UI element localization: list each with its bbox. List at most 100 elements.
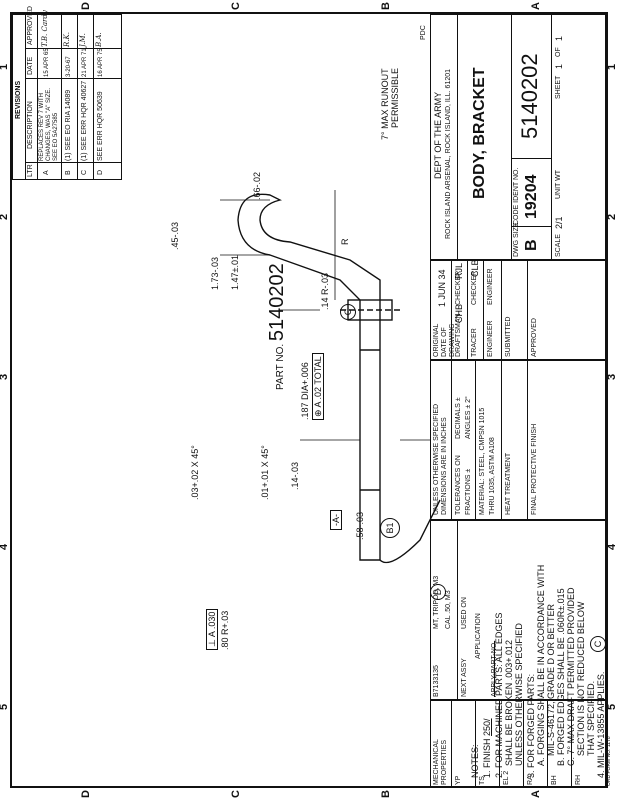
datum-a: -A-: [330, 510, 342, 530]
rev-header-desc: DESCRIPTION: [27, 101, 34, 149]
tol-note-1: UNLESS OTHERWISE SPECIFIED: [433, 403, 440, 515]
ord-form-footer: ORD FORM NO. 1178: [606, 736, 612, 786]
bracket-part-drawing: [220, 190, 441, 564]
tolerance-block: UNLESS OTHERWISE SPECIFIED DIMENSIONS AR…: [430, 360, 606, 520]
heat-treatment: HEAT TREATMENT: [505, 452, 512, 515]
rev-row-b-desc: (1) SEE EO RIA 14089: [65, 89, 72, 161]
mech-rh: RH: [575, 774, 582, 785]
zone-label-2: 2: [0, 214, 10, 220]
zone-side-c-right: C: [230, 2, 242, 10]
title-block: UNLESS OTHERWISE SPECIFIED DIMENSIONS AR…: [420, 14, 606, 700]
mech-ts: TS: [479, 776, 486, 785]
zone-label-3: 3: [0, 374, 10, 380]
corner-mark: PDC: [420, 25, 427, 40]
dwg-number: 5140202: [517, 53, 542, 139]
tol-decimals: DECIMALS ±: [455, 397, 462, 439]
rev-row-c-desc: (1) SEE ERR HQR 40627: [81, 80, 88, 161]
dept: DEPT OF THE ARMY: [433, 91, 443, 179]
dim-chamfer-01: .01+.01 X 45°: [260, 445, 270, 500]
rev-row-d-desc: SEE ERR HQR 50639: [97, 91, 104, 161]
perpendicularity-control: ⊥ A .030: [206, 608, 218, 650]
revisions-title: REVISIONS: [15, 80, 22, 119]
rev-row-a-desc: REPLACES REV 7 WITH CHANGES, WAS "A" SIZ…: [39, 87, 59, 161]
app-ref-3: CAL .50, M3: [445, 590, 452, 629]
rev-row-d-date: 16 APR 75: [98, 48, 104, 77]
rev-row-c-ltr: C: [81, 169, 88, 175]
zone-label-2-bottom: 2: [606, 213, 618, 220]
dwg-size: B: [523, 239, 540, 251]
zone-side-b-right: B: [380, 2, 392, 10]
zone-side-d: D: [80, 790, 92, 798]
zone-label-5: 5: [0, 704, 10, 710]
scale-label: SCALE: [555, 234, 562, 257]
application-title: APPLICATION: [475, 613, 482, 659]
sheet-of-word: OF: [555, 47, 562, 57]
zone-side-d-right: D: [80, 2, 92, 10]
zone-side-c: C: [230, 790, 242, 798]
code-ident-label: CODE IDENT NO.: [513, 167, 520, 225]
checker2: CLB: [470, 259, 480, 277]
dim-014r: .14 R-.03: [320, 272, 330, 310]
appl-note: APPLY-PART-NO.: [491, 640, 498, 697]
rev-row-b-approved: R.K.: [63, 32, 71, 47]
rev-row-c-date: 21 APR 71: [82, 48, 88, 77]
mech-ra: RA: [527, 775, 534, 785]
sheet-total: 1: [554, 35, 564, 41]
mech-yp: YP: [455, 775, 462, 785]
flag-c-drawing: C: [340, 304, 356, 320]
next-assy: NEXT ASSY: [461, 658, 468, 697]
dim-147: 1.47±.01: [230, 255, 240, 290]
unit-wt-label: UNIT WT: [555, 169, 562, 199]
feature-control-a: ⊕ A .02 TOTAL: [312, 353, 324, 420]
submitted-label: SUBMITTED: [505, 316, 512, 357]
mech-props-title: MECHANICAL PROPERTIES: [433, 739, 448, 785]
rev-row-b-ltr: B: [65, 170, 72, 175]
zone-label-4: 4: [0, 544, 10, 550]
dim-045: .45-.03: [170, 221, 180, 250]
checker: RJL: [454, 262, 464, 279]
zone-side-b: B: [380, 790, 392, 798]
mechanical-properties: MECHANICAL PROPERTIES YP TS EL 2 RA BH R…: [430, 700, 606, 788]
dim-066: .66-.02: [252, 171, 262, 200]
used-on: USED ON: [461, 597, 468, 629]
tol-fractions: FRACTIONS ±: [465, 468, 472, 515]
dim-058: .58-.03: [355, 511, 365, 540]
flag-b1: B1: [380, 518, 400, 538]
rev-row-d-ltr: D: [97, 169, 104, 175]
dim-080r: .80 R+.03: [220, 610, 230, 650]
final-finish: FINAL PROTECTIVE FINISH: [531, 423, 538, 515]
approved-label: APPROVED: [531, 318, 538, 357]
app-ref-2: MT, TRIPOD, M3: [433, 575, 440, 629]
drawing-title: BODY, BRACKET: [471, 67, 488, 199]
dim-173: 1.73-.03: [210, 256, 220, 290]
runout-note-2: PERMISSIBLE: [390, 67, 400, 128]
application-block: B7133135 MT, TRIPOD, M3 CAL .50, M3 NEXT…: [430, 520, 606, 700]
dwg-size-label: DWG SIZE: [513, 222, 520, 257]
zone-label-1: 1: [0, 64, 10, 70]
title-main: DEPT OF THE ARMY ROCK ISLAND ARSENAL, RO…: [430, 14, 606, 260]
dim-014: .14-.03: [290, 461, 300, 490]
rev-row-c-approved: J.M.: [79, 33, 87, 47]
dim-187dia: .187 DIA+.006: [300, 362, 310, 420]
zone-label-5-bottom: 5: [606, 703, 618, 710]
scale: 2/1: [554, 216, 564, 229]
rev-row-b-date: 3-20-67: [66, 56, 72, 77]
runout-note-1: 7° MAX RUNOUT: [380, 68, 390, 140]
zone-label-4-bottom: 4: [606, 543, 618, 550]
zone-label-1-bottom: 1: [606, 63, 618, 70]
rev-row-d-approved: B.A.: [95, 32, 103, 47]
tracer-label: TRACER: [471, 328, 478, 357]
dim-r: R: [340, 238, 350, 246]
signature-block: ORIGINAL DATE OF DRAWING 1 JUN 34 DRAFTS…: [430, 259, 606, 360]
zone-side-a-right: A: [530, 2, 542, 10]
rev-header-approved: APPROVED: [27, 6, 34, 45]
arsenal: ROCK ISLAND ARSENAL, ROCK ISLAND, ILL. 6…: [445, 68, 452, 239]
rev-header-ltr: LTR: [27, 164, 34, 177]
revisions-table: REVISIONS LTR DESCRIPTION DATE APPROVED …: [12, 6, 122, 180]
dim-chamfer-03: .03+.02 X 45°: [190, 445, 200, 500]
zone-label-3-bottom: 3: [606, 373, 618, 380]
sheet-of: 1: [554, 63, 564, 69]
tol-angles: ANGLES ± 2°: [465, 396, 472, 439]
